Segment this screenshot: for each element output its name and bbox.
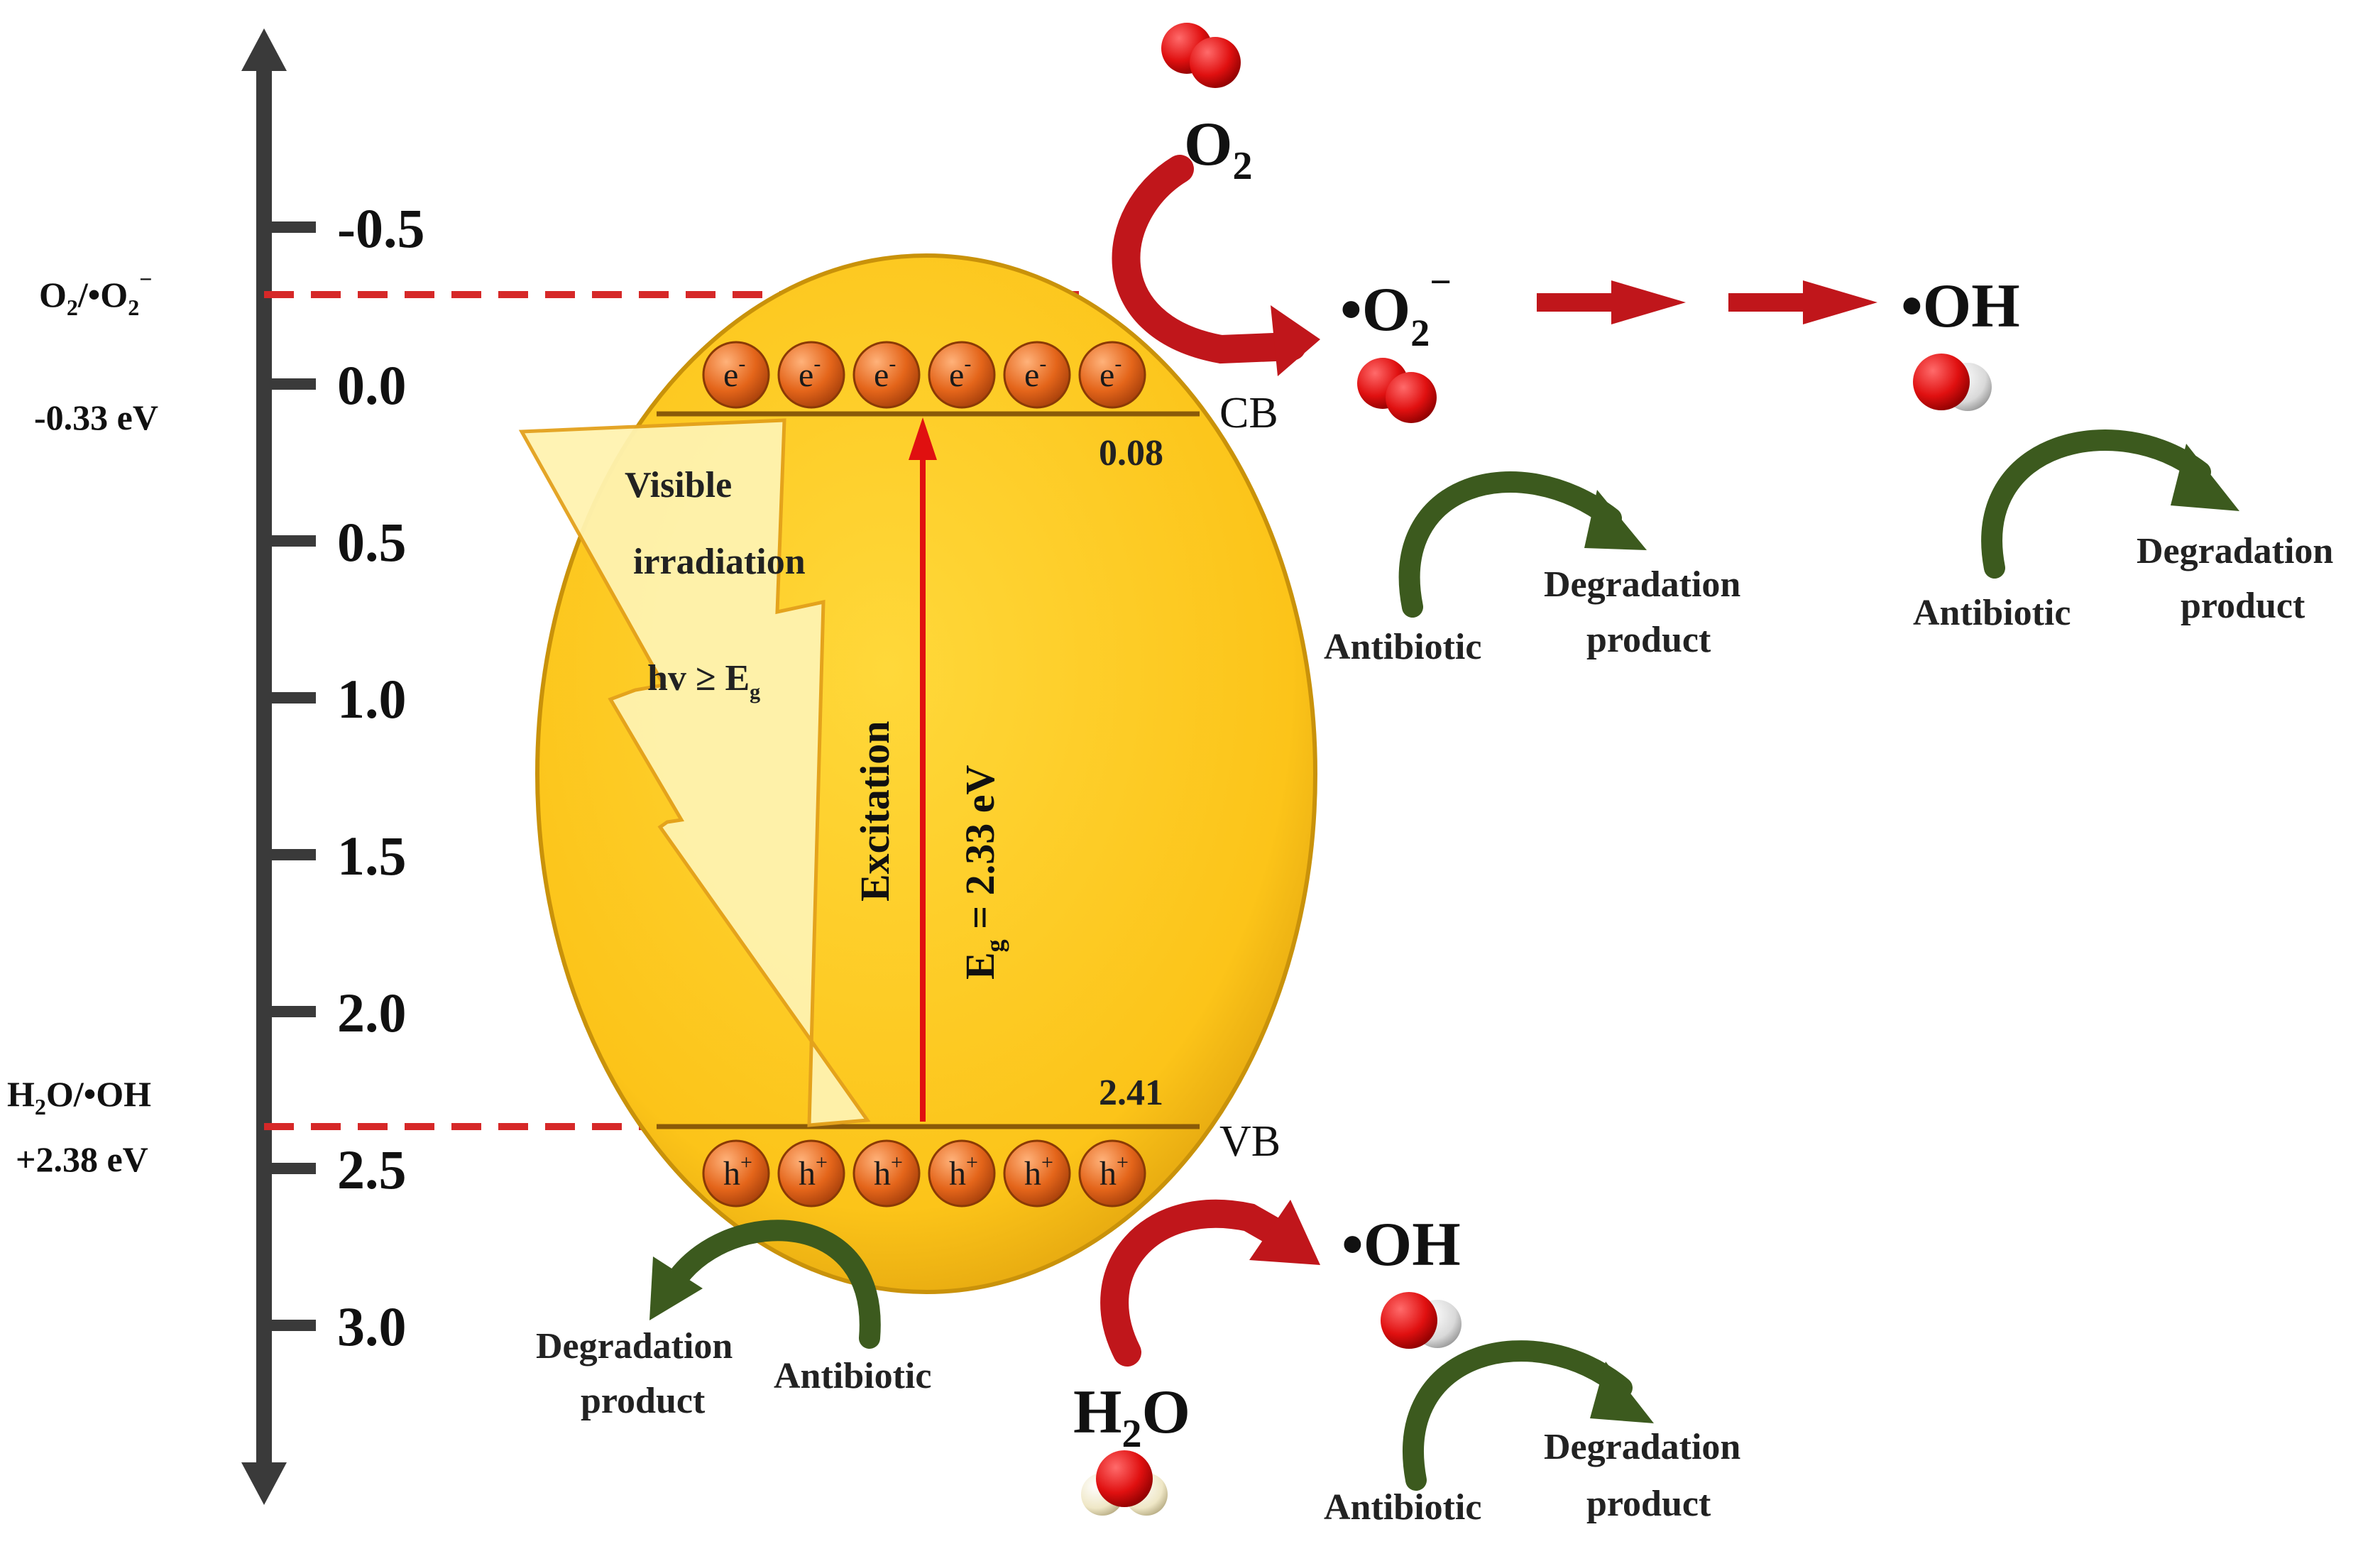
superoxide-label: •O2− — [1340, 261, 1452, 354]
cb-label: CB — [1219, 389, 1278, 437]
electron-label: e- — [949, 352, 971, 394]
degradation-vb-arrow — [667, 1220, 881, 1349]
degradation-vb-group: Degradation product Antibiotic — [536, 1220, 931, 1421]
o2-to-superoxide-arrow — [1112, 155, 1306, 364]
axis-tick-label: -0.5 — [337, 197, 424, 259]
hydroxyl-bottom-label: •OH — [1342, 1210, 1461, 1279]
degradation-oh-bottom-arrow — [1403, 1340, 1633, 1491]
axis-tick-label: 0.5 — [337, 511, 407, 573]
hydroxyl-top-molecule-icon — [1913, 354, 1992, 411]
hole-label: h+ — [1099, 1151, 1129, 1193]
irradiation-condition: hv ≥ Eg — [647, 658, 760, 703]
antibiotic-top-label: Antibiotic — [1913, 593, 2071, 633]
excitation-label: Excitation — [852, 721, 898, 902]
axis-tick-label: 3.0 — [337, 1296, 407, 1357]
o2-label: O2 — [1184, 110, 1252, 188]
electron-row: e-e-e-e-e-e- — [702, 341, 1146, 409]
hydroxyl-bottom-molecule-icon — [1381, 1292, 1462, 1349]
o2-to-superoxide-arrowhead — [1271, 305, 1320, 376]
degradation-oh-top-arrow — [1981, 429, 2211, 579]
band-gap-label: Eg = 2.33 eV — [957, 765, 1009, 980]
hole-sphere — [1078, 1139, 1146, 1208]
electron-sphere — [702, 341, 770, 409]
water-molecule-icon — [1081, 1450, 1168, 1516]
hole-sphere — [702, 1139, 770, 1208]
degradation-cb-group: Antibiotic Degradation product — [1324, 471, 1740, 667]
superoxide-molecule-icon — [1357, 358, 1437, 423]
superoxide-to-hydroxyl-arrow-2 — [1728, 280, 1877, 324]
cb-value: 0.08 — [1099, 433, 1163, 473]
degradation-oh-top-arrowhead — [2171, 444, 2239, 511]
excitation-arrow — [909, 417, 937, 1122]
axis-tick-label: 0.0 — [337, 354, 407, 416]
axis-tick-label: 2.0 — [337, 982, 407, 1044]
electron-label: e- — [874, 352, 896, 394]
electron-label: e- — [723, 352, 745, 394]
hole-label: h+ — [1024, 1151, 1053, 1193]
vb-label: VB — [1219, 1117, 1281, 1166]
superoxide-to-hydroxyl-arrow-1 — [1537, 280, 1686, 324]
electron-sphere — [1078, 341, 1146, 409]
product-cb-label-2: product — [1586, 620, 1711, 660]
product-bottom-label-2: product — [1586, 1484, 1711, 1524]
electron-label: e- — [799, 352, 821, 394]
hole-sphere — [852, 1139, 921, 1208]
product-vb-label-2: product — [581, 1381, 706, 1421]
degradation-vb-arrowhead — [649, 1256, 703, 1320]
axis-down-arrowhead — [241, 1462, 287, 1505]
axis-tick-label: 1.0 — [337, 668, 407, 730]
electron-label: e- — [1099, 352, 1122, 394]
degradation-oh-bottom-group: Antibiotic Degradation product — [1324, 1340, 1740, 1528]
superoxide-couple-label: O2/•O2− — [39, 266, 152, 320]
electron-sphere — [777, 341, 845, 409]
axis-up-arrowhead — [241, 28, 287, 71]
antibiotic-vb-label: Antibiotic — [774, 1356, 931, 1396]
hole-label: h+ — [874, 1151, 903, 1193]
degradation-cb-arrow — [1398, 471, 1622, 618]
product-top-label-1: Degradation — [2137, 531, 2333, 571]
electron-sphere — [852, 341, 921, 409]
energy-axis: -0.5 0.0 0.5 1.0 1.5 2.0 2.5 3.0 — [241, 28, 424, 1505]
degradation-oh-bottom-arrowhead — [1590, 1362, 1654, 1423]
hole-sphere — [928, 1139, 996, 1208]
product-top-label-2: product — [2181, 586, 2305, 626]
electron-sphere — [928, 341, 996, 409]
hole-label: h+ — [723, 1151, 752, 1193]
hole-label: h+ — [949, 1151, 978, 1193]
o2-molecule-icon — [1161, 23, 1241, 88]
hole-sphere — [777, 1139, 845, 1208]
superoxide-potential-label: -0.33 eV — [34, 398, 158, 437]
water-to-hydroxyl-arrowhead — [1249, 1200, 1320, 1265]
product-bottom-label-1: Degradation — [1544, 1427, 1740, 1467]
hydroxyl-top-label: •OH — [1901, 272, 2020, 341]
product-vb-label-1: Degradation — [536, 1326, 733, 1367]
irradiation-line2: irradiation — [633, 542, 806, 582]
axis-tick-label: 1.5 — [337, 825, 407, 887]
hole-label: h+ — [799, 1151, 828, 1193]
water-label: H2O — [1073, 1378, 1190, 1456]
lightning-bolt-icon — [518, 418, 871, 1127]
hole-sphere — [1003, 1139, 1071, 1208]
vb-value: 2.41 — [1099, 1073, 1163, 1113]
water-to-hydroxyl-arrow — [1100, 1199, 1288, 1367]
antibiotic-cb-label: Antibiotic — [1324, 627, 1481, 667]
hydroxyl-potential-label: +2.38 eV — [16, 1139, 148, 1179]
hydroxyl-couple-label: H2O/•OH — [7, 1074, 151, 1119]
product-cb-label-1: Degradation — [1544, 564, 1740, 605]
hole-row: h+ h+ h+ h+ h+ h+ — [702, 1139, 1146, 1208]
degradation-cb-arrowhead — [1584, 490, 1647, 550]
electron-label: e- — [1024, 352, 1046, 394]
irradiation-line1: Visible — [625, 465, 732, 505]
degradation-oh-top-group: Antibiotic Degradation product — [1913, 429, 2333, 633]
axis-tick-label: 2.5 — [337, 1139, 407, 1200]
electron-sphere — [1003, 341, 1071, 409]
antibiotic-bottom-label: Antibiotic — [1324, 1487, 1481, 1528]
